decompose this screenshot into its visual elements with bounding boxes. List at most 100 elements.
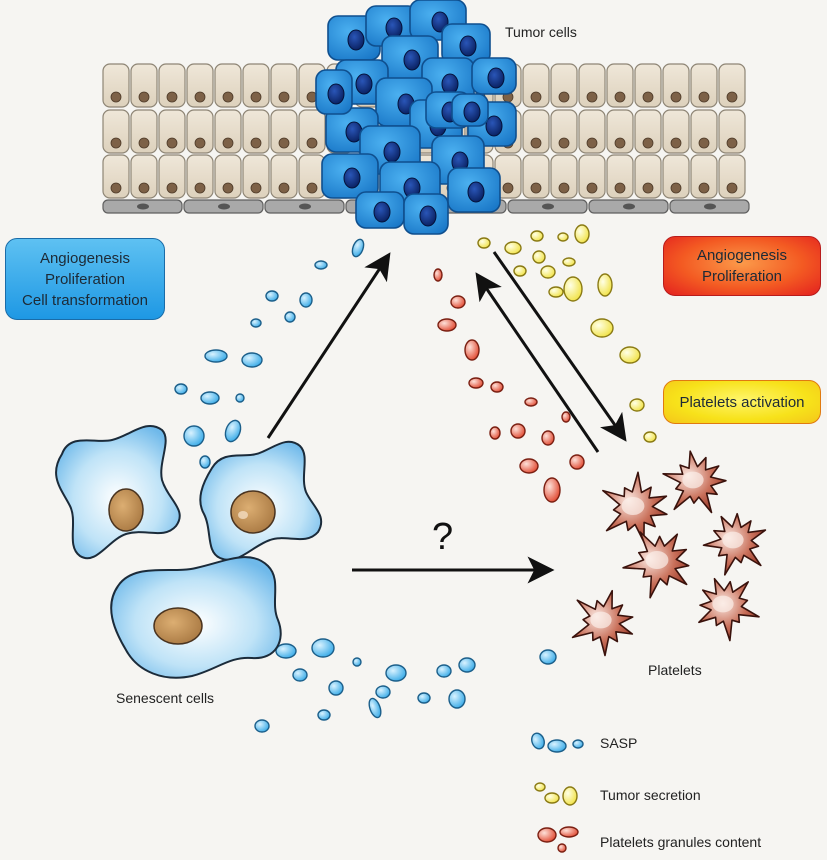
epithelial-cell [606,63,634,108]
tumor-secretion-vesicle [563,276,583,302]
senescent-cells-label: Senescent cells [116,690,215,706]
tumor-secretion-vesicle [590,318,614,338]
epithelial-cell [634,63,662,108]
sasp-vesicle [385,664,407,682]
epithelial-cell [270,154,298,199]
platelet-granule-vesicle [464,339,480,361]
legend-icons [531,732,584,853]
basal-cell [588,199,669,214]
platelet-granule-vesicle [519,458,539,474]
epithelial-cell [522,154,550,199]
epithelial-cell [550,109,578,154]
tumor-secretion-vesicle [513,265,527,277]
platelet-granule-vesicle [489,426,501,440]
epithelial-cell [242,63,270,108]
legend-tumor-secretion-label: Tumor secretion [600,787,701,803]
epithelial-cell [102,154,130,199]
tumor-cell [355,191,405,229]
epithelial-cell [578,63,606,108]
tumor-cell [315,69,353,115]
epithelial-cell [550,63,578,108]
epithelial-cell [214,63,242,108]
epithelial-cell [690,109,718,154]
platelet-granule-vesicle [524,397,538,407]
epithelial-cell [214,109,242,154]
epithelial-cell [270,63,298,108]
sasp-vesicle [352,657,362,667]
basal-cell [669,199,750,214]
tumor-secretion-legend-icon [534,782,578,806]
tumor-cell [365,5,419,47]
epithelial-cell [690,63,718,108]
platelet-granule-vesicle [437,318,457,332]
platelet-granule-vesicle [541,430,555,446]
basal-cell [507,199,588,214]
basal-cell [264,199,345,214]
legend-platelet-granules-label: Platelets granules content [600,834,762,850]
sasp-vesicle [539,649,557,665]
platelet [662,450,727,514]
sasp-vesicle [200,391,220,405]
tumor-mass [315,0,517,235]
epithelial-cell [186,154,214,199]
senescence-effect-1: Angiogenesis [39,249,131,267]
platelet-effect-1: Angiogenesis [696,247,788,264]
platelet [571,589,634,657]
platelet [622,531,690,599]
tumor-effect: Platelets activation [679,393,805,411]
vesicles [126,224,657,733]
sasp-vesicle [311,638,335,658]
sasp-vesicle [224,419,242,443]
tumor-secretion-vesicle [557,232,569,242]
sasp-vesicle [299,292,313,308]
tumor-cells-label: Tumor cells [505,24,577,40]
legend-sasp-label: SASP [600,735,638,751]
sasp-vesicle [448,689,466,709]
sasp-vesicle [351,238,365,258]
epithelial-cell [130,109,158,154]
platelet-granules-legend-icon [537,826,579,853]
epithelial-cell [578,154,606,199]
epithelial-cell [102,63,130,108]
sasp-vesicle [204,349,228,363]
epithelial-cell [662,154,690,199]
epithelial-cell [130,63,158,108]
tumor-cell [471,57,517,95]
epithelial-cell [158,154,186,199]
sasp-vesicle [174,383,188,395]
tumor-secretion-vesicle [619,346,641,364]
arrow-tumor-to-platelets [492,251,627,442]
epithelial-cell [130,154,158,199]
platelet-effect-2: Proliferation [701,268,783,285]
epithelial-cell [662,109,690,154]
epithelial-cell [522,63,550,108]
epithelial-cell [578,109,606,154]
sasp-vesicle [284,311,296,323]
epithelial-cell [718,109,746,154]
sasp-vesicle [375,685,391,699]
sasp-legend-icon [531,732,584,753]
tumor-secretion-vesicle [629,398,645,412]
tumor-secretion-vesicle [530,230,544,242]
platelet-granule-vesicle [543,477,561,503]
sasp-vesicle [265,290,279,302]
epithelial-cell [522,109,550,154]
question-mark: ? [432,516,454,558]
epithelial-cell [214,154,242,199]
epithelial-cell [690,154,718,199]
sasp-vesicle [314,260,328,270]
tumor-cell [447,167,501,213]
sasp-vesicle [458,657,476,673]
tumor-secretion-vesicle [562,257,576,267]
tumor-cell [451,93,489,127]
sasp-vesicle [235,393,245,403]
platelet-effects-box: Angiogenesis Proliferation [663,236,821,296]
epithelial-cell [606,154,634,199]
tumor-secretion-vesicle [540,265,556,279]
basal-cell [102,199,183,214]
senescence-effects-box: Angiogenesis Proliferation Cell transfor… [5,238,165,320]
platelets-activation-box: Platelets activation [663,380,821,424]
platelets-group [571,450,767,657]
platelet [602,471,668,543]
epithelial-cell [158,109,186,154]
